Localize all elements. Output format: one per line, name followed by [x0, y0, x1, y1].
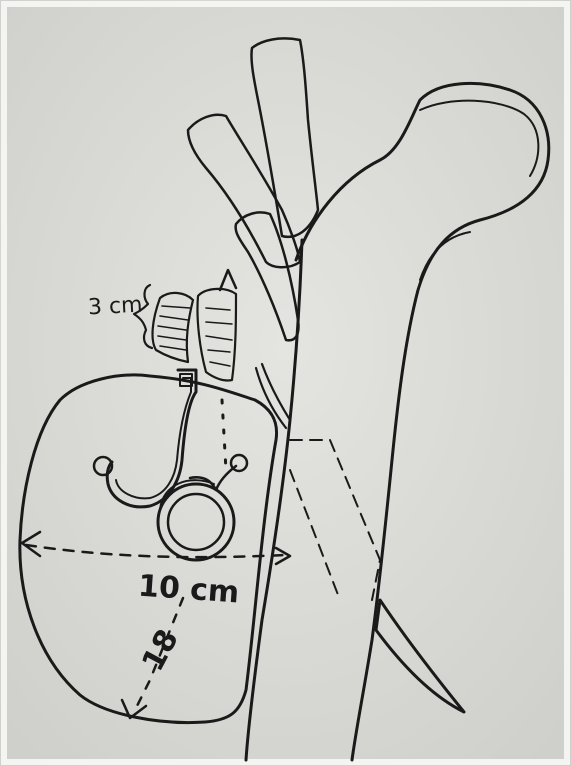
width-label: 10 cm [137, 572, 240, 609]
depth-label: 3 cm [87, 295, 143, 320]
